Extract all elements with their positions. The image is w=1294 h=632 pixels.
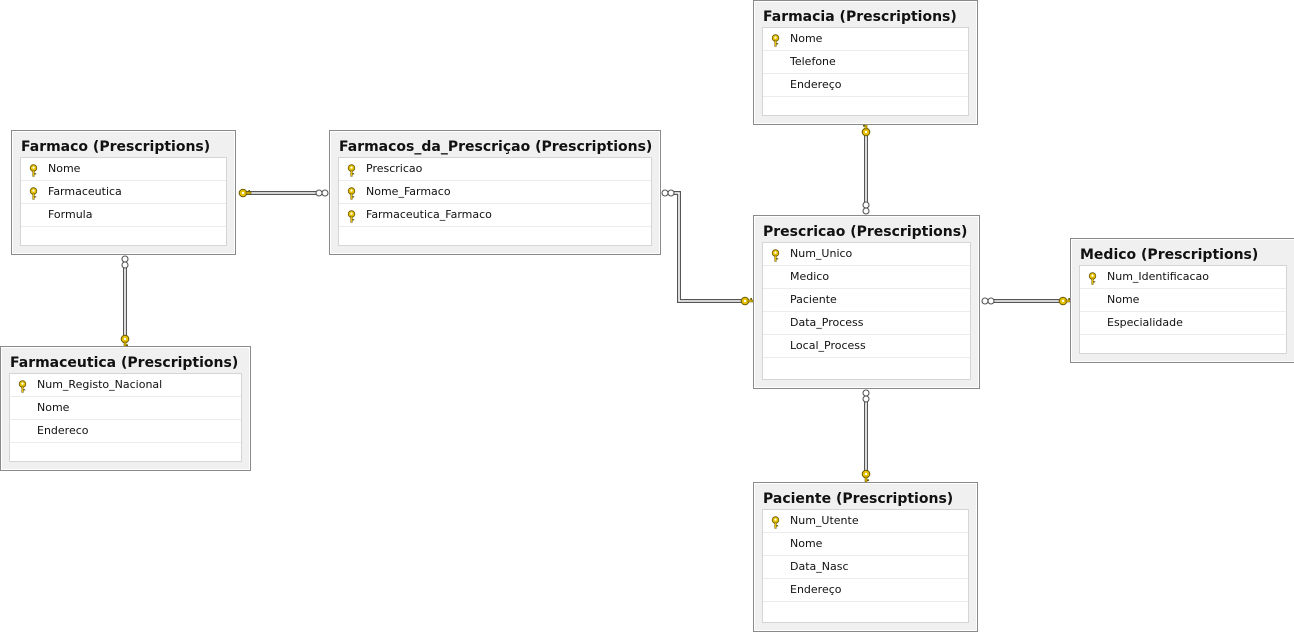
table-title[interactable]: Prescricao (Prescriptions) xyxy=(763,224,968,240)
column-name: Nome xyxy=(790,537,823,550)
key-icon xyxy=(1058,296,1072,306)
column-row[interactable]: Paciente xyxy=(763,289,970,312)
key-icon xyxy=(861,469,871,483)
primary-key-icon xyxy=(770,33,781,47)
infinity-icon xyxy=(981,297,995,305)
column-name: Endereço xyxy=(790,583,842,596)
column-row[interactable]: Telefone xyxy=(763,51,968,74)
column-name: Nome xyxy=(1107,293,1140,306)
column-name: Num_Registo_Nacional xyxy=(37,378,163,391)
primary-key-icon xyxy=(17,379,28,393)
column-row[interactable]: Farmaceutica_Farmaco xyxy=(339,204,651,227)
column-name: Endereco xyxy=(37,424,89,437)
column-row[interactable]: Nome xyxy=(10,397,241,420)
key-icon xyxy=(740,296,754,306)
column-row[interactable]: Num_Utente xyxy=(763,510,968,533)
column-name: Formula xyxy=(48,208,93,221)
column-row[interactable]: Data_Process xyxy=(763,312,970,335)
column-name: Num_Utente xyxy=(790,514,859,527)
infinity-icon xyxy=(862,389,870,403)
column-row[interactable]: Nome xyxy=(763,28,968,51)
primary-key-icon xyxy=(28,163,39,177)
column-name: Paciente xyxy=(790,293,837,306)
table-title[interactable]: Farmaco (Prescriptions) xyxy=(21,139,211,155)
column-name: Medico xyxy=(790,270,830,283)
column-row[interactable]: Especialidade xyxy=(1080,312,1286,335)
column-row[interactable]: Num_Identificacao xyxy=(1080,266,1286,289)
column-name: Nome xyxy=(790,32,823,45)
column-row[interactable]: Local_Process xyxy=(763,335,970,358)
column-name: Nome_Farmaco xyxy=(366,185,451,198)
column-row[interactable]: Farmaceutica xyxy=(21,181,226,204)
primary-key-icon xyxy=(770,248,781,262)
key-icon xyxy=(238,188,252,198)
column-row[interactable]: Endereço xyxy=(763,579,968,602)
primary-key-icon xyxy=(346,209,357,223)
column-row[interactable]: Num_Unico xyxy=(763,243,970,266)
column-row[interactable]: Formula xyxy=(21,204,226,227)
infinity-icon xyxy=(862,201,870,215)
column-row[interactable]: Endereco xyxy=(10,420,241,443)
primary-key-icon xyxy=(1087,271,1098,285)
column-name: Nome xyxy=(37,401,70,414)
key-icon xyxy=(120,334,130,348)
column-name: Farmaceutica_Farmaco xyxy=(366,208,492,221)
column-name: Num_Identificacao xyxy=(1107,270,1209,283)
column-row[interactable]: Prescricao xyxy=(339,158,651,181)
table-farmacos-da-prescricao[interactable]: Farmacos_da_Prescriçao (Prescriptions) Pr… xyxy=(329,130,661,255)
infinity-icon xyxy=(315,189,329,197)
column-name: Telefone xyxy=(790,55,836,68)
column-name: Farmaceutica xyxy=(48,185,122,198)
column-name: Especialidade xyxy=(1107,316,1183,329)
column-name: Num_Unico xyxy=(790,247,853,260)
key-icon xyxy=(861,123,871,137)
table-title[interactable]: Paciente (Prescriptions) xyxy=(763,491,954,507)
table-farmaceutica[interactable]: Farmaceutica (Prescriptions) Num_Registo_… xyxy=(0,346,251,471)
primary-key-icon xyxy=(346,186,357,200)
column-row[interactable]: Nome xyxy=(1080,289,1286,312)
primary-key-icon xyxy=(28,186,39,200)
primary-key-icon xyxy=(346,163,357,177)
column-row[interactable]: Nome xyxy=(763,533,968,556)
infinity-icon xyxy=(121,255,129,269)
table-title[interactable]: Farmaceutica (Prescriptions) xyxy=(10,355,239,371)
column-row[interactable]: Medico xyxy=(763,266,970,289)
column-row[interactable]: Data_Nasc xyxy=(763,556,968,579)
column-name: Local_Process xyxy=(790,339,866,352)
column-name: Endereço xyxy=(790,78,842,91)
relationship-farmacos-da-prescricao-to-prescricao xyxy=(668,191,745,303)
primary-key-icon xyxy=(770,515,781,529)
table-title[interactable]: Farmacos_da_Prescriçao (Prescriptions) xyxy=(339,139,653,155)
column-name: Data_Process xyxy=(790,316,864,329)
column-row[interactable]: Endereço xyxy=(763,74,968,97)
column-name: Prescricao xyxy=(366,162,423,175)
table-title[interactable]: Farmacia (Prescriptions) xyxy=(763,9,957,25)
column-row[interactable]: Nome_Farmaco xyxy=(339,181,651,204)
infinity-icon xyxy=(661,189,675,197)
column-row[interactable]: Nome xyxy=(21,158,226,181)
table-title[interactable]: Medico (Prescriptions) xyxy=(1080,247,1259,263)
column-row[interactable]: Num_Registo_Nacional xyxy=(10,374,241,397)
column-name: Data_Nasc xyxy=(790,560,849,573)
column-name: Nome xyxy=(48,162,81,175)
